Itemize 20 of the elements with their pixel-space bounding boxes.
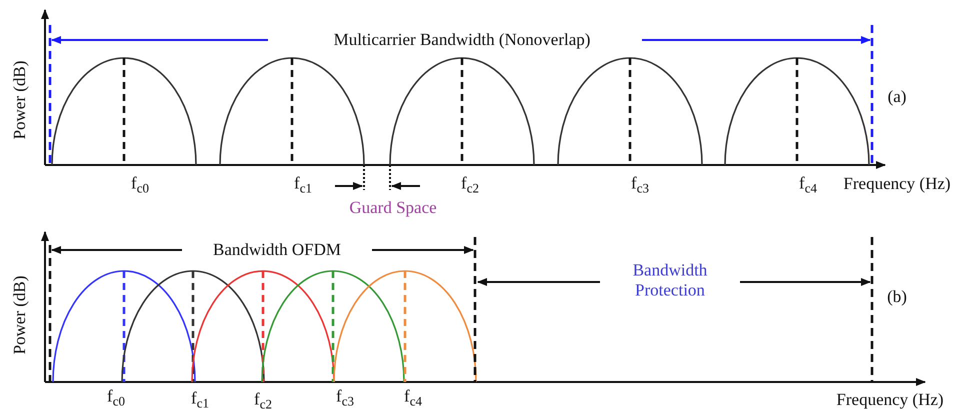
axis-label: Power (dB)	[10, 60, 30, 140]
frequency-label: f$_{c2}$	[254, 389, 272, 410]
frequency-label: f$_{c3}$	[336, 386, 354, 410]
frequency-label: f$_{c1}$	[191, 388, 209, 410]
axis-label: Frequency (Hz)	[843, 174, 951, 194]
dimension-label: Bandwidth OFDM	[213, 240, 341, 260]
dimension-label: Multicarrier Bandwidth (Nonoverlap)	[334, 30, 590, 50]
frequency-label: f$_{c2}$	[461, 173, 479, 197]
frequency-label: f$_{c1}$	[294, 173, 312, 197]
dimension-label: Bandwidth Protection	[632, 260, 708, 300]
panel-label: (b)	[887, 287, 907, 307]
axis-label: Power (dB)	[10, 276, 30, 354]
dimension-label: Guard Space	[349, 198, 437, 218]
axis-label: Frequency (Hz)	[836, 390, 944, 410]
frequency-label: f$_{c4}$	[404, 386, 422, 410]
frequency-label: f$_{c0}$	[131, 173, 149, 197]
frequency-label: f$_{c4}$	[799, 173, 817, 197]
panel-label: (a)	[888, 87, 906, 107]
frequency-label: f$_{c0}$	[107, 386, 125, 410]
frequency-label: f$_{c3}$	[631, 173, 649, 197]
